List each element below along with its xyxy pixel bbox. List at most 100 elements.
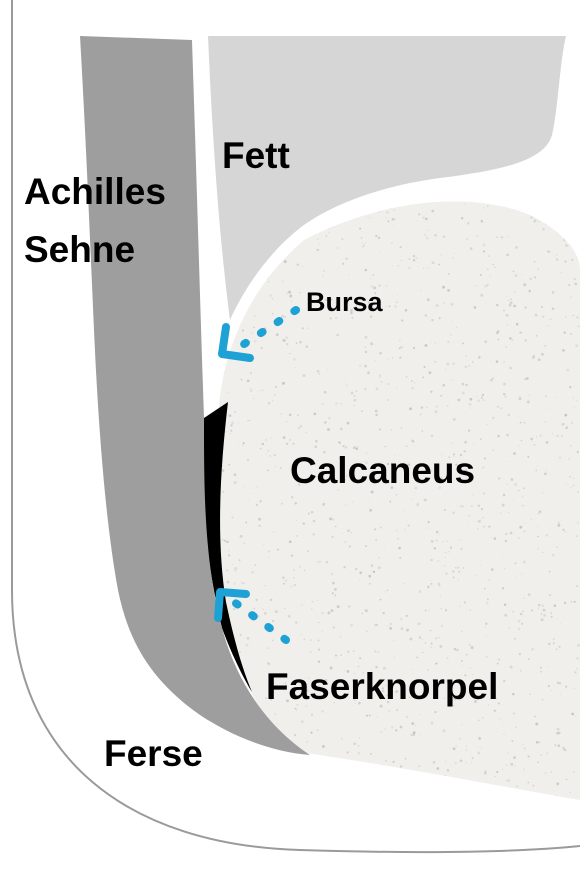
- bone-speckle: [571, 713, 572, 714]
- bone-speckle: [397, 538, 399, 540]
- bone-speckle: [438, 264, 440, 266]
- bone-speckle: [445, 609, 447, 611]
- bone-speckle: [523, 422, 525, 424]
- bone-speckle: [211, 788, 214, 791]
- bone-speckle: [348, 274, 349, 275]
- bone-speckle: [518, 490, 520, 492]
- bone-speckle: [548, 685, 550, 687]
- bone-speckle: [247, 765, 249, 767]
- bone-speckle: [559, 415, 560, 416]
- bone-speckle: [285, 336, 288, 339]
- label-ferse: Ferse: [104, 733, 203, 774]
- bone-speckle: [270, 455, 272, 457]
- bone-speckle: [234, 583, 236, 585]
- bone-speckle: [565, 427, 567, 429]
- bone-speckle: [420, 734, 421, 735]
- bone-speckle: [562, 234, 563, 235]
- bone-speckle: [400, 618, 402, 620]
- bone-speckle: [255, 786, 257, 788]
- bone-speckle: [222, 469, 225, 472]
- bone-speckle: [263, 787, 264, 788]
- bone-speckle: [384, 591, 386, 593]
- bone-speckle: [559, 190, 560, 191]
- bone-speckle: [282, 755, 283, 756]
- bone-speckle: [537, 761, 539, 763]
- bone-speckle: [344, 378, 345, 379]
- bone-speckle: [573, 397, 574, 398]
- bone-speckle: [560, 623, 561, 624]
- bone-speckle: [355, 568, 358, 571]
- bone-speckle: [478, 752, 481, 755]
- bone-speckle: [401, 427, 403, 429]
- label-achilles: Achilles: [24, 171, 166, 212]
- bone-speckle: [575, 716, 576, 717]
- bone-speckle: [550, 251, 551, 252]
- bone-speckle: [345, 257, 347, 259]
- bone-speckle: [405, 309, 408, 312]
- bone-speckle: [386, 285, 388, 287]
- bone-speckle: [434, 547, 436, 549]
- bone-speckle: [343, 262, 344, 263]
- bone-speckle: [469, 644, 471, 646]
- bone-speckle: [577, 522, 579, 524]
- bone-speckle: [489, 609, 490, 610]
- bone-speckle: [484, 457, 486, 459]
- bone-speckle: [519, 331, 521, 333]
- bone-speckle: [424, 234, 426, 236]
- bone-speckle: [485, 623, 487, 625]
- bone-speckle: [447, 769, 449, 771]
- bone-speckle: [461, 217, 463, 219]
- bone-speckle: [478, 356, 481, 359]
- bone-speckle: [274, 394, 276, 396]
- bone-speckle: [242, 759, 244, 761]
- bone-speckle: [456, 746, 457, 747]
- bone-speckle: [483, 492, 485, 494]
- bone-speckle: [467, 524, 468, 525]
- bone-speckle: [521, 573, 522, 574]
- bone-speckle: [340, 428, 343, 431]
- bone-speckle: [403, 510, 404, 511]
- bone-speckle: [438, 197, 441, 200]
- bone-speckle: [230, 433, 231, 434]
- bone-speckle: [374, 624, 377, 627]
- bone-speckle: [511, 466, 512, 467]
- bone-speckle: [435, 410, 438, 413]
- bone-speckle: [478, 719, 480, 721]
- bone-speckle: [425, 610, 427, 612]
- bone-speckle: [479, 734, 480, 735]
- bone-speckle: [516, 323, 519, 326]
- bone-speckle: [436, 767, 439, 770]
- bone-speckle: [523, 769, 525, 771]
- bone-speckle: [387, 359, 388, 360]
- bone-speckle: [564, 531, 566, 533]
- bone-speckle: [307, 550, 309, 552]
- bone-speckle: [459, 738, 461, 740]
- bone-speckle: [268, 402, 270, 404]
- bone-speckle: [229, 791, 232, 794]
- bone-speckle: [517, 416, 518, 417]
- bone-speckle: [442, 286, 445, 289]
- bone-speckle: [345, 446, 348, 449]
- bone-speckle: [325, 773, 327, 775]
- bone-speckle: [464, 204, 465, 205]
- bone-speckle: [436, 304, 439, 307]
- bone-speckle: [435, 663, 437, 665]
- bone-speckle: [375, 203, 376, 204]
- bone-speckle: [322, 503, 325, 506]
- bone-speckle: [413, 255, 415, 257]
- bone-speckle: [529, 395, 530, 396]
- bone-speckle: [514, 208, 516, 210]
- bone-speckle: [272, 313, 273, 314]
- bone-speckle: [347, 529, 350, 532]
- bone-speckle: [284, 260, 287, 263]
- bone-speckle: [392, 357, 394, 359]
- bone-speckle: [289, 540, 292, 543]
- bone-speckle: [227, 392, 228, 393]
- bone-speckle: [497, 330, 500, 333]
- bone-speckle: [445, 551, 447, 553]
- bone-speckle: [272, 640, 273, 641]
- bone-speckle: [534, 716, 536, 718]
- bone-speckle: [412, 790, 414, 792]
- bone-speckle: [431, 435, 433, 437]
- bone-speckle: [439, 534, 440, 535]
